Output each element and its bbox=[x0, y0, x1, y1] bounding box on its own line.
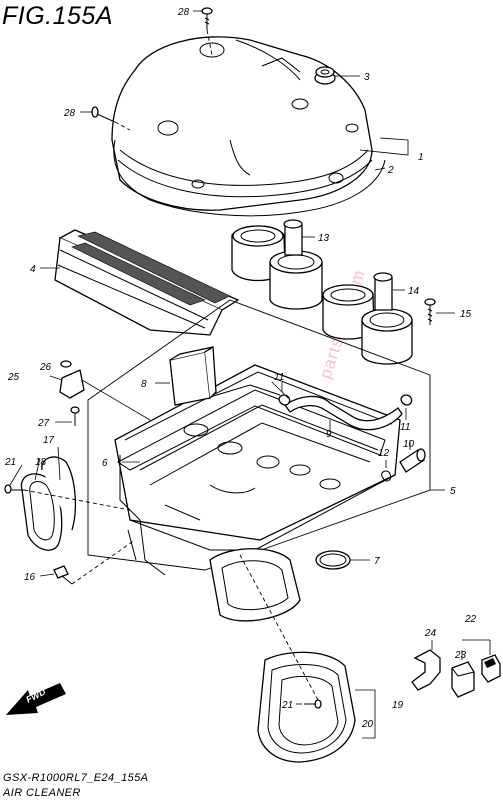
sensor-bracket-25 bbox=[49, 360, 151, 421]
callout-15: 15 bbox=[460, 309, 472, 320]
callout-14: 14 bbox=[408, 286, 420, 297]
screw-21-left bbox=[4, 484, 131, 511]
model-code-label: GSX-R1000RL7_E24_155A bbox=[3, 772, 148, 784]
clamp-12 bbox=[381, 460, 392, 482]
callout-12: 12 bbox=[378, 448, 390, 459]
clip-22 bbox=[462, 639, 501, 683]
side-gasket-18 bbox=[20, 456, 76, 551]
callout-6: 6 bbox=[102, 458, 108, 469]
bolt-27 bbox=[55, 406, 80, 426]
hose-clip-11-right bbox=[400, 394, 413, 420]
diagram-caption: AIR CLEANER bbox=[2, 787, 81, 799]
callout-28-left: 28 bbox=[63, 108, 76, 119]
intake-duct-19 bbox=[257, 651, 356, 763]
callout-8: 8 bbox=[141, 379, 147, 390]
air-duct-outlet bbox=[127, 519, 301, 622]
screw-28-left bbox=[91, 106, 131, 131]
callout-24: 24 bbox=[424, 628, 437, 639]
breather-hose-9 bbox=[284, 395, 403, 431]
screw-21-bottom bbox=[239, 554, 322, 709]
callout-28-top: 28 bbox=[177, 7, 190, 18]
callout-21-left: 21 bbox=[4, 457, 16, 468]
callout-16: 16 bbox=[24, 572, 36, 583]
callout-19: 19 bbox=[392, 700, 404, 711]
clip-23 bbox=[451, 650, 475, 698]
clip-24 bbox=[411, 640, 441, 691]
screw-15 bbox=[424, 298, 455, 325]
forward-arrow-icon: FWD bbox=[6, 683, 66, 715]
intake-funnel-14 bbox=[322, 272, 413, 365]
callout-17: 17 bbox=[43, 435, 55, 446]
callout-20: 20 bbox=[361, 719, 374, 730]
o-ring-7 bbox=[315, 550, 370, 570]
callout-13: 13 bbox=[318, 233, 330, 244]
callout-1: 1 bbox=[418, 152, 424, 163]
air-filter-element bbox=[54, 229, 240, 336]
callout-11-right: 11 bbox=[400, 422, 410, 433]
air-cleaner-case bbox=[114, 364, 401, 551]
callout-27: 27 bbox=[37, 418, 50, 429]
figure-title: FIG.155A bbox=[2, 2, 113, 30]
callout-18: 18 bbox=[35, 457, 47, 468]
callout-9: 9 bbox=[326, 429, 332, 440]
rubber-cap-3 bbox=[314, 66, 336, 85]
callout-4: 4 bbox=[30, 264, 36, 275]
leader-lines bbox=[9, 10, 445, 739]
callout-2: 2 bbox=[387, 165, 394, 176]
callout-22: 22 bbox=[464, 614, 477, 625]
callout-10: 10 bbox=[403, 439, 415, 450]
callout-26: 26 bbox=[39, 362, 52, 373]
callout-7: 7 bbox=[374, 556, 380, 567]
callout-23: 23 bbox=[454, 650, 467, 661]
callout-labels: 28 3 1 2 28 13 4 14 15 25 26 8 11 9 27 1… bbox=[4, 7, 477, 730]
drain-plug-10 bbox=[399, 440, 426, 473]
intake-funnel-13 bbox=[231, 219, 323, 310]
callout-11-top: 11 bbox=[274, 372, 284, 383]
callout-3: 3 bbox=[364, 72, 370, 83]
resonator-8 bbox=[155, 345, 217, 406]
callout-21-bottom: 21 bbox=[281, 700, 293, 711]
callout-5: 5 bbox=[450, 486, 456, 497]
screw-28-top bbox=[201, 7, 213, 56]
callout-25: 25 bbox=[7, 372, 20, 383]
case-gasket-6 bbox=[117, 389, 386, 471]
air-cleaner-cover bbox=[111, 36, 386, 217]
bolt-16 bbox=[53, 539, 136, 585]
